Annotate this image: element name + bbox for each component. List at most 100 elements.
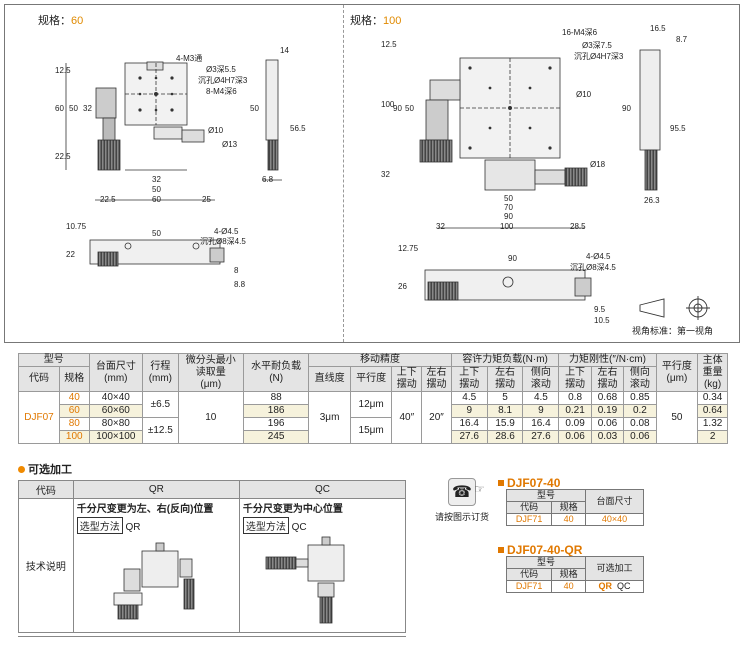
right-spec-label: 规格： [350,15,383,27]
ex2-th-code: 代码 [505,568,553,581]
cell-stroke: ±6.5 [142,391,179,418]
cell-r-side: 0.08 [623,417,657,431]
right-dim-32v: 32 [381,170,390,179]
phone-icon: ☎ [448,478,476,506]
left-dim-60h: 60 [152,195,161,204]
right-dim-28-5: 28.5 [570,222,586,231]
ex1-th-size: 台面尺寸 [584,489,645,514]
left-dim-14: 14 [280,46,289,55]
cell-spec: 80 [58,417,90,431]
cell-r-side: 0.2 [623,404,657,418]
square-bullet-icon [498,480,504,486]
right-dim-70h: 70 [504,203,513,212]
left-dim-6-8: 6.8 [262,175,274,184]
ex2-option: QR QC [584,580,645,593]
right-note-3: 沉孔Ø4H7深3 [574,52,624,61]
right-dim-10-5: 10.5 [594,316,610,325]
cell-straightness: 3μm [308,391,351,444]
cell-r-ud: 0.06 [558,430,592,444]
spec-table: 型号 台面尺寸(mm) 行程(mm) 微分头最小读取量(μm) 水平耐负载(N)… [18,353,728,444]
cell-size: 60×60 [88,404,144,418]
right-dim-9-5: 9.5 [594,305,606,314]
cell-r-side: 0.85 [623,391,657,405]
order-note-text: 请按图示订货 [434,512,489,522]
qc-description: 千分尺变更为中心位置 [242,504,343,515]
example1-table: 型号 台面尺寸 代码 规格 DJF71 40 40×40 [505,489,645,526]
left-dim-22-5v: 22.5 [55,152,71,161]
th-rigidity: 力矩刚性(″/N·cm) [558,353,657,367]
cell-parallelism: 12μm [349,391,393,418]
left-spec-label: 规格： [38,15,71,27]
left-top-holes [138,76,174,112]
th-straightness: 直线度 [308,366,351,392]
cell-weight: 0.64 [697,404,728,418]
left-note-3: 沉孔Ø4H7深3 [198,76,248,85]
right-dim-90h: 90 [504,212,513,221]
options-title: 可选加工 [28,464,72,476]
options-table: 代码 QR QC 技术说明 千分尺变更为左、右(反向)位置 选型方法 QR [18,480,407,633]
left-dim-25h: 25 [202,195,211,204]
cell-load: 245 [242,430,310,444]
right-dim-d10: Ø10 [576,90,592,99]
right-spec-heading: 规格：100 [350,12,401,28]
right-dim-16-5: 16.5 [650,24,666,33]
th-code: 代码 [18,366,60,392]
cell-m-ud: 27.6 [450,430,488,444]
ex1-size: 40×40 [584,513,645,526]
qr-illustration [113,542,195,620]
cell-m-ud: 4.5 [450,391,488,405]
qr-description: 千分尺变更为左、右(反向)位置 [76,504,214,515]
ex1-code: DJF71 [505,513,553,526]
cell-size: 40×40 [88,391,144,405]
drawing-svg [65,49,710,320]
opt-qr-cell: 千分尺变更为左、右(反向)位置 选型方法 QR [72,498,240,633]
cell-weight: 2 [697,430,728,444]
cell-r-ud: 0.21 [558,404,592,418]
left-dim-d10: Ø10 [208,126,224,135]
opt-row-label: 技术说明 [18,498,74,633]
projection-standard-label: 视角标准：第一视角 [632,326,714,336]
table-row: 100 100×100 245 27.6 28.6 27.6 0.06 0.03… [19,430,728,444]
pointing-hand-icon: ☞ [474,482,485,496]
left-dim-22-5h: 22.5 [100,195,116,204]
left-dim-50-side: 50 [250,104,259,113]
cell-m-side: 27.6 [522,430,560,444]
th-r-ud: 上下摆动 [558,366,592,392]
right-dim-12-5: 12.5 [381,40,397,49]
th-m-side: 侧向滚动 [522,366,560,392]
th-micrometer: 微分头最小读取量(μm) [177,353,244,392]
cell-ud-swing: 40″ [391,391,423,444]
example1-title: DJF07-40 [498,476,560,490]
left-dim-32v: 32 [83,104,92,113]
cell-r-side: 0.06 [623,430,657,444]
right-dim-32h: 32 [436,222,445,231]
left-dim-32h: 32 [152,175,161,184]
th-r-side: 侧向滚动 [623,366,657,392]
th-accuracy: 移动精度 [308,353,452,367]
qc-illustration [265,536,345,624]
left-side-view [89,59,282,267]
right-dim-12-75: 12.75 [398,244,419,253]
ex1-th-model: 型号 [506,489,586,502]
right-dim-4-d4-5: 4-Ø4.5 [586,252,611,261]
opt-th-qr: QR [72,480,240,499]
th-stroke: 行程(mm) [142,353,179,392]
th-r-lr: 左右摆动 [590,366,625,392]
opt-th-qc: QC [238,480,407,499]
cell-stroke: ±12.5 [142,417,179,444]
cell-spec: 100 [58,430,90,444]
th-m-ud: 上下摆动 [450,366,488,392]
first-angle-projection-icon [639,296,710,320]
left-spec-value: 60 [71,15,84,27]
cell-weight: 1.32 [697,417,728,431]
options-bottom-rule [18,636,406,637]
example2-title: DJF07-40-QR [498,543,582,557]
cell-m-ud: 16.4 [450,417,488,431]
right-dim-50h: 50 [504,194,513,203]
ex2-code: DJF71 [505,580,553,593]
table-row: 技术说明 千分尺变更为左、右(反向)位置 选型方法 QR [18,498,407,633]
right-spec-value: 100 [383,15,402,27]
left-dim-8-8: 8.8 [234,280,246,289]
th-flatness: 平行度(μm) [655,353,699,392]
right-note-1: 16-M4深6 [562,28,598,37]
